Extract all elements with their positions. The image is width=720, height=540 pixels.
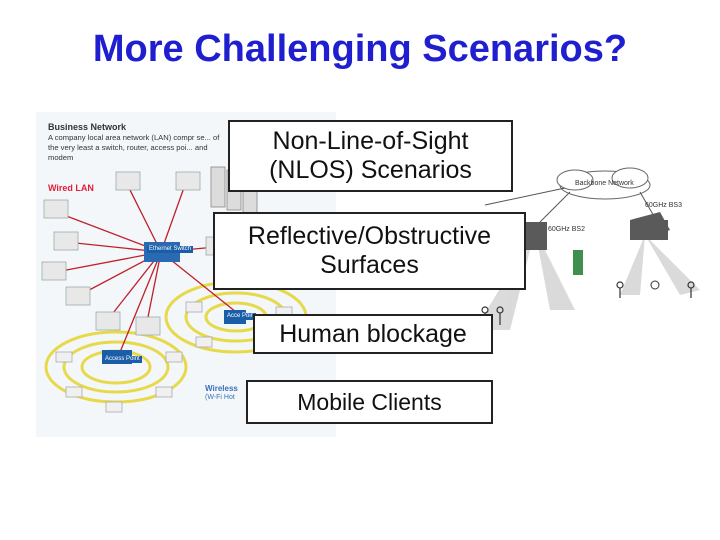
business-network-heading: Business Network — [48, 122, 127, 132]
backbone-network-label: Backbone Network — [575, 180, 634, 187]
building-bs3-icon — [630, 212, 670, 240]
wired-lan-label: Wired LAN — [48, 183, 94, 193]
reflective-callout-line1: Reflective/Obstructive — [247, 222, 492, 250]
slide-title: More Challenging Scenarios? — [92, 28, 628, 70]
mobile-clients-callout: Mobile Clients — [246, 380, 493, 424]
reflective-callout-line2: Surfaces — [320, 251, 419, 279]
nlos-callout-line2: (NLOS) Scenarios — [269, 156, 472, 184]
building-bs2-icon — [523, 222, 547, 250]
mobile-clients-callout-text: Mobile Clients — [297, 388, 442, 415]
human-blockage-callout-text: Human blockage — [279, 319, 467, 348]
business-network-description: A company local area network (LAN) compr… — [48, 133, 220, 162]
human-blockage-callout: Human blockage — [253, 314, 493, 354]
bs3-label: 60GHz BS3 — [645, 202, 682, 209]
switch-label: Ethernet Switch — [147, 246, 194, 253]
backbone-cloud-icon — [556, 167, 651, 200]
backbone-links — [484, 187, 656, 223]
access-point-label: Access Point — [103, 356, 142, 363]
bs2-label: 60GHz BS2 — [548, 226, 585, 233]
wireless-label: Wireless — [205, 384, 238, 393]
bicycle-icon — [650, 280, 660, 290]
wireless-sub-label: (W-Fi Hot — [205, 394, 235, 401]
reflective-callout: Reflective/Obstructive Surfaces — [213, 212, 526, 290]
nlos-callout-line1: Non-Line-of-Sight — [272, 127, 469, 155]
green-building-icon — [573, 250, 583, 275]
access-point-label-2: Acce Poin — [225, 313, 257, 320]
nlos-callout: Non-Line-of-Sight (NLOS) Scenarios — [228, 120, 513, 192]
